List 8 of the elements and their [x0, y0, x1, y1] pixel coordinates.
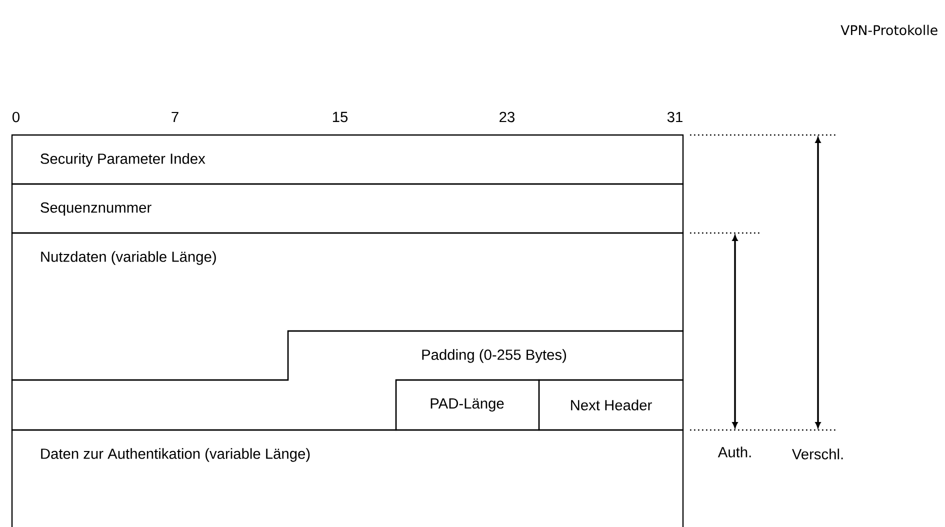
dimension-label: Auth.	[718, 446, 751, 458]
field-box: PAD-Länge	[395, 379, 540, 431]
field-box: Sequenznummer	[11, 183, 684, 234]
field-box: Daten zur Authentikation (variable Länge)	[11, 429, 684, 527]
dimension-label: Verschl.	[792, 448, 843, 460]
field-box: Security Parameter Index	[11, 134, 684, 185]
field-box: Next Header	[538, 379, 684, 431]
page-header: VPN-Protokolle	[840, 24, 938, 36]
